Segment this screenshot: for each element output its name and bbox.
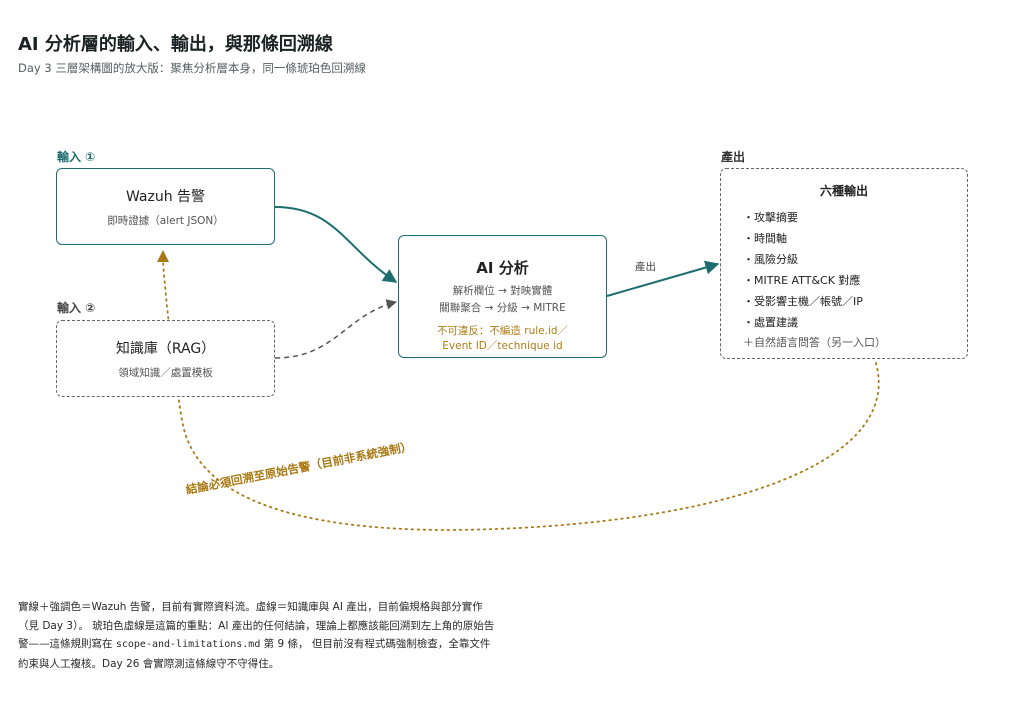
footnote-text-1: 實線＋強調色＝Wazuh 告警，目前有實際資料流。虛線＝知識庫與 AI 產出，目… xyxy=(18,601,495,650)
ai-box-warning-1: 不可違反：不編造 rule.id／ xyxy=(436,325,569,337)
output-box-title: 六種輸出 xyxy=(819,184,868,198)
output-item: ・風險分級 xyxy=(743,253,798,266)
output-item: ・MITRE ATT&CK 對應 xyxy=(743,274,861,287)
rag-box-subtitle: 領域知識／處置模板 xyxy=(118,367,213,379)
footnote: 實線＋強調色＝Wazuh 告警，目前有實際資料流。虛線＝知識庫與 AI 產出，目… xyxy=(18,598,498,673)
output-box: 六種輸出 ・攻擊摘要 ・時間軸 ・風險分級 ・MITRE ATT&CK 對應 ・… xyxy=(720,168,968,359)
ai-box-warning-2: Event ID／technique id xyxy=(442,340,563,352)
edge-wazuh-to-ai xyxy=(274,206,398,283)
wazuh-alert-box: Wazuh 告警 即時證據（alert JSON） xyxy=(56,168,275,245)
ai-analysis-box: AI 分析 解析欄位 → 對映實體 關聯聚合 → 分級 → MITRE 不可違反… xyxy=(398,235,607,358)
output-item: ・處置建議 xyxy=(743,316,798,329)
footnote-text-2: 第 9 條， 但目前沒有程式碼強制檢查，全靠文件約束與人工複核。Day 26 會… xyxy=(18,638,491,670)
input-2-label: 輸入 ② xyxy=(57,301,96,315)
footnote-filename: scope-and-limitations.md xyxy=(115,639,261,650)
wazuh-box-subtitle: 即時證據（alert JSON） xyxy=(107,215,224,227)
ai-box-line-2: 關聯聚合 → 分級 → MITRE xyxy=(439,302,566,314)
ai-box-title: AI 分析 xyxy=(476,259,529,277)
output-list: ・攻擊摘要 ・時間軸 ・風險分級 ・MITRE ATT&CK 對應 ・受影響主機… xyxy=(721,207,967,333)
traceback-arrowhead xyxy=(157,250,169,262)
output-item: ・受影響主機／帳號／IP xyxy=(743,295,863,308)
edge-ai-to-output xyxy=(606,260,720,297)
page-title: AI 分析層的輸入、輸出，與那條回溯線 xyxy=(18,34,333,55)
input-1-label: 輸入 ① xyxy=(57,150,96,164)
rag-knowledge-box: 知識庫（RAG） 領域知識／處置模板 xyxy=(56,320,275,397)
edge-rag-to-ai xyxy=(274,299,398,359)
output-item: ・攻擊摘要 xyxy=(743,211,798,224)
edge-output-label: 產出 xyxy=(635,261,656,273)
ai-box-line-1: 解析欄位 → 對映實體 xyxy=(452,285,553,297)
rag-box-title: 知識庫（RAG） xyxy=(115,341,216,357)
output-section-label: 產出 xyxy=(721,150,746,164)
output-item: ・時間軸 xyxy=(743,232,787,245)
output-extra: ＋自然語言問答（另一入口） xyxy=(743,336,886,349)
wazuh-box-title: Wazuh 告警 xyxy=(125,189,206,205)
page-subtitle: Day 3 三層架構圖的放大版：聚焦分析層本身，同一條琥珀色回溯線 xyxy=(18,61,366,75)
